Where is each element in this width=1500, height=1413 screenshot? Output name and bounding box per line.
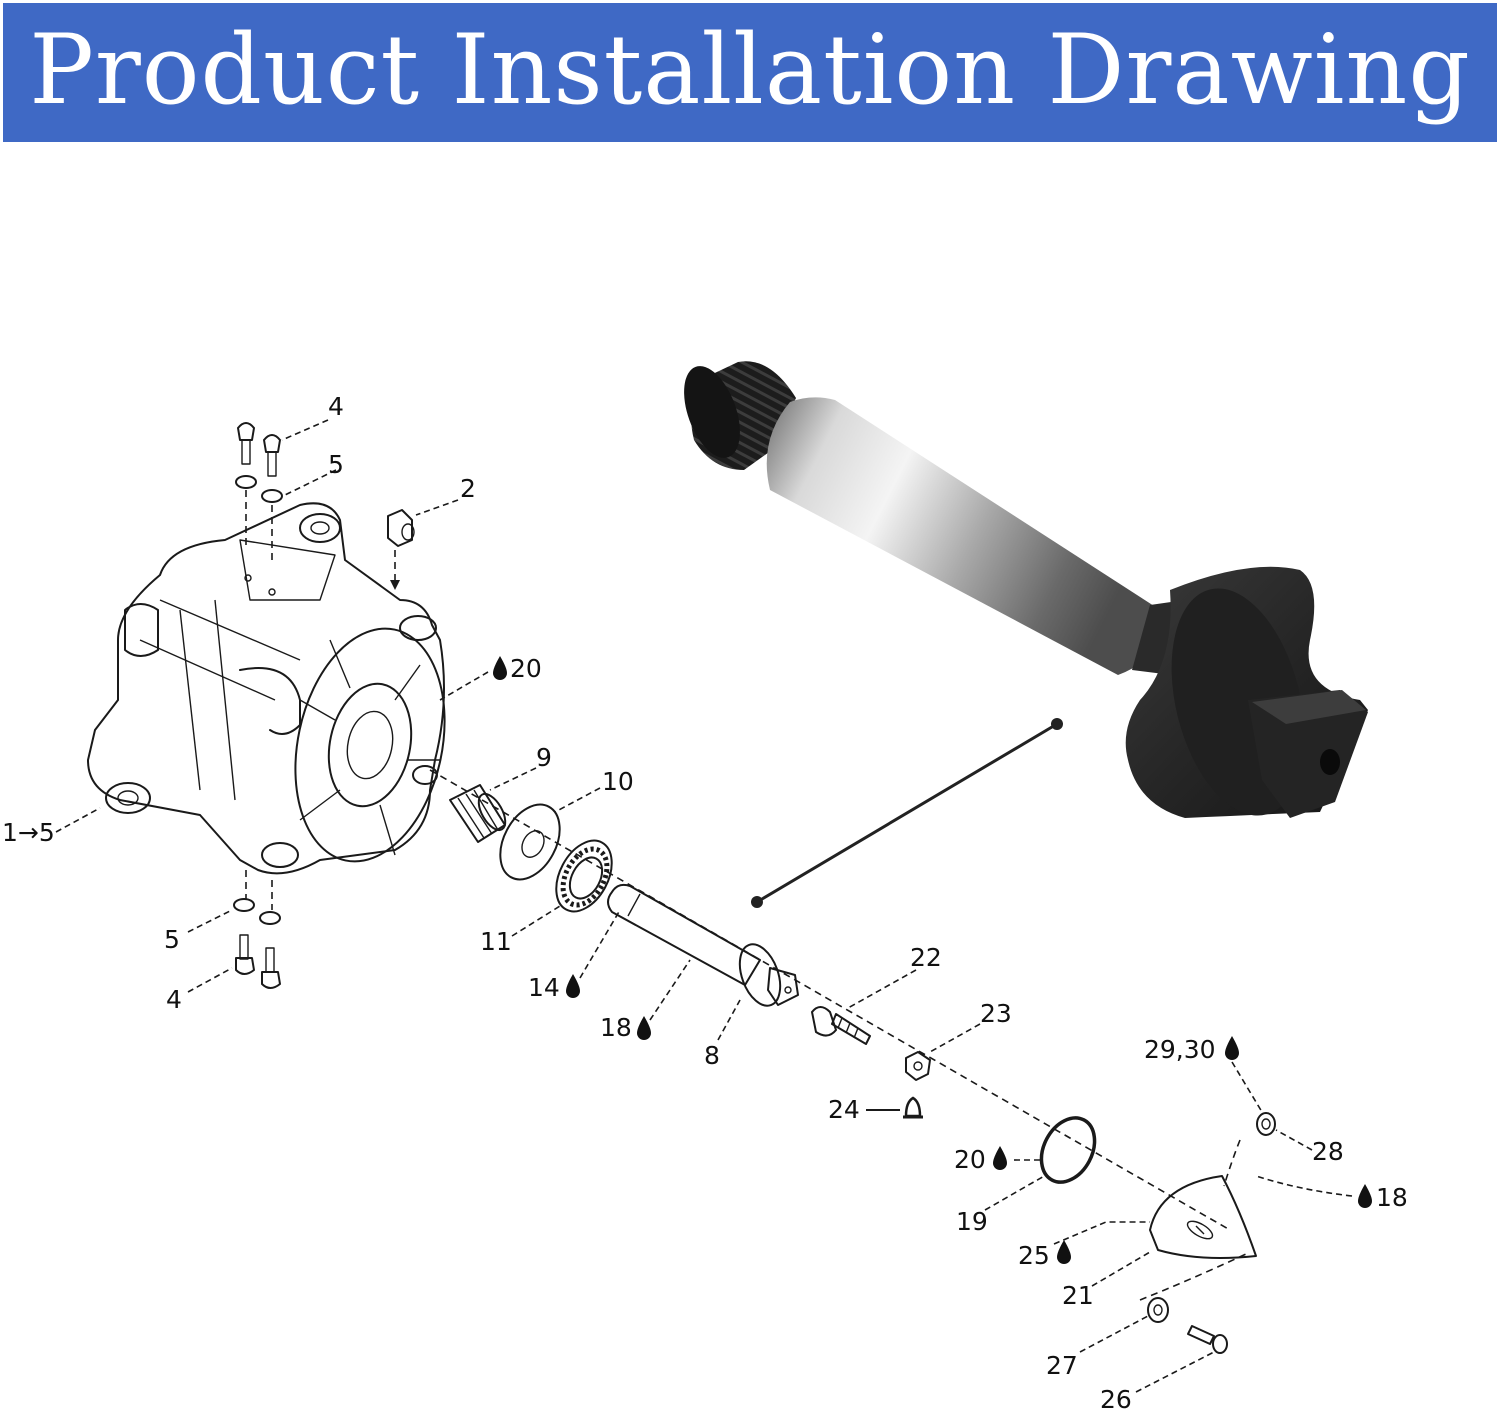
shaft-body — [766, 397, 1168, 675]
square-drive-top — [1252, 690, 1366, 724]
bearing-part-9 — [449, 784, 507, 843]
drive-hole — [1320, 749, 1340, 775]
assembly-axis — [429, 769, 1247, 1301]
threaded-end-face — [684, 366, 740, 458]
title-banner: Product Installation Drawing — [3, 3, 1497, 142]
washer-part-27 — [1147, 1297, 1169, 1323]
callout-11: 11 — [480, 927, 512, 956]
callout-20-bottom: 20 — [954, 1145, 986, 1174]
callout-18-shaft: 18 — [600, 1013, 632, 1042]
callout-27: 27 — [1046, 1351, 1078, 1380]
plug-part-28 — [1256, 1112, 1276, 1136]
callout-24: 24 — [828, 1095, 860, 1124]
callout-4-bottom: 4 — [166, 985, 182, 1014]
thrust-bearing-part-11 — [555, 839, 613, 913]
page-title: Product Installation Drawing — [29, 13, 1471, 126]
callout-23: 23 — [980, 999, 1012, 1028]
pump-housing — [87, 502, 446, 875]
callout-1-to-5: 1→5 — [2, 818, 55, 847]
screw-part-26 — [1187, 1325, 1228, 1354]
coupling-part-22 — [811, 1006, 871, 1045]
shaft-part-8 — [607, 883, 799, 1007]
shaft-photo — [684, 361, 1368, 818]
callout-19: 19 — [956, 1207, 988, 1236]
square-drive — [1248, 690, 1368, 818]
callout-5-top: 5 — [328, 450, 344, 479]
callout-14: 14 — [528, 973, 560, 1002]
callout-5-bottom: 5 — [164, 925, 180, 954]
callout-4-top: 4 — [328, 392, 344, 421]
sealant-bell-icon — [903, 1096, 923, 1119]
washer-part-10 — [499, 803, 561, 881]
oil-drop-icon — [493, 656, 1372, 1264]
callout-29-30: 29,30 — [1144, 1035, 1216, 1064]
top-fasteners — [235, 422, 283, 560]
cone-part-21 — [1149, 1175, 1257, 1259]
nut-part-23 — [905, 1051, 931, 1081]
callout-10: 10 — [602, 767, 634, 796]
leader-lines — [55, 419, 1353, 1393]
callout-20-top: 20 — [510, 654, 542, 683]
o-ring-part-19 — [1039, 1116, 1097, 1184]
bottom-fasteners — [233, 870, 281, 989]
callout-labels: 4 5 2 20 9 10 1→5 5 4 11 14 18 8 22 23 2… — [2, 392, 1408, 1413]
fitting-part-2 — [387, 509, 415, 590]
callout-22: 22 — [910, 943, 942, 972]
callout-18-cone: 18 — [1376, 1183, 1408, 1212]
callout-21: 21 — [1062, 1281, 1094, 1310]
callout-2: 2 — [460, 474, 476, 503]
callout-8: 8 — [704, 1041, 720, 1070]
callout-26: 26 — [1100, 1385, 1132, 1413]
callout-28: 28 — [1312, 1137, 1344, 1166]
callout-9: 9 — [536, 743, 552, 772]
photo-connector — [751, 718, 1063, 908]
callout-25: 25 — [1018, 1241, 1050, 1270]
